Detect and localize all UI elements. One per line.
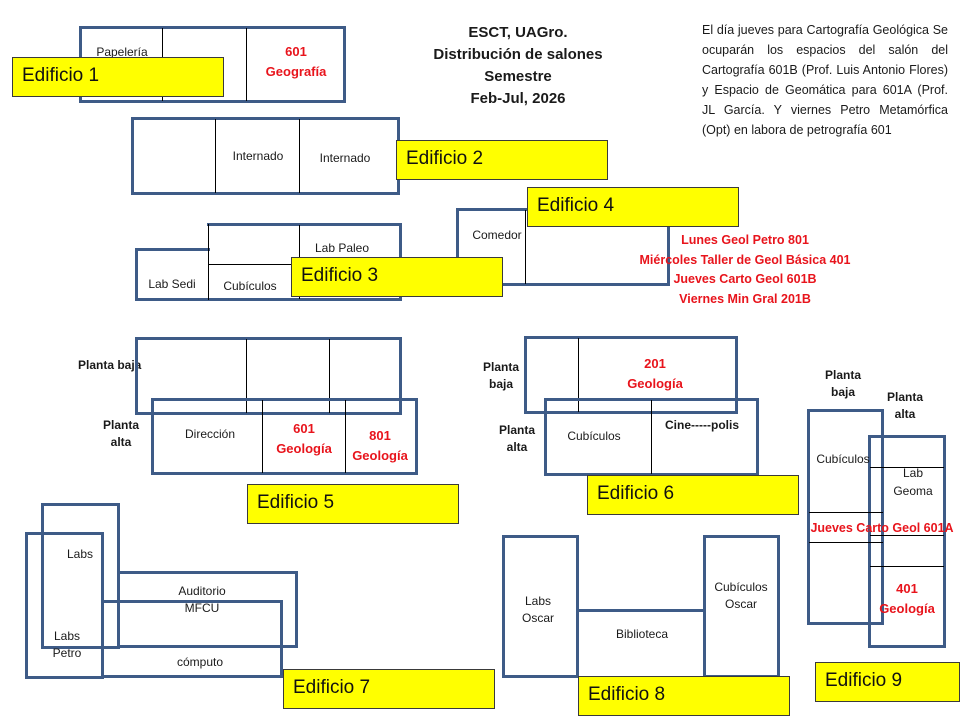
room-name-line: MFCU — [184, 601, 220, 615]
room-name-line: Oscar — [521, 611, 554, 625]
title-line-3: Semestre — [484, 68, 552, 85]
room-internado-2: Internado — [319, 151, 371, 165]
room-biblioteca: Biblioteca — [615, 627, 669, 641]
room-auditorio: Auditorio MFCU — [160, 583, 244, 617]
room-jueves-carto-601a: Jueves Carto Geol 601A — [810, 521, 954, 535]
wall-divider — [208, 264, 300, 265]
room-lab-paleo: Lab Paleo — [314, 241, 370, 255]
wall-divider — [809, 542, 883, 543]
room-401-geologia: 401 Geología — [870, 579, 944, 619]
wall-divider — [578, 338, 579, 412]
wall-divider — [246, 339, 247, 413]
room-internado-1: Internado — [232, 149, 284, 163]
planta-baja-label: Planta baja — [482, 360, 519, 391]
wall-divider — [246, 28, 247, 101]
room-lab-sedi: Lab Sedi — [148, 277, 196, 291]
planta-baja-label: Planta baja — [824, 368, 861, 399]
room-number: 801 — [369, 428, 391, 443]
building-7-petro-outline — [25, 532, 104, 679]
building-4-label: Edificio 4 — [527, 187, 739, 227]
building-3-wing — [135, 248, 210, 301]
planta-alta-outline — [151, 398, 418, 475]
room-direccion: Dirección — [184, 427, 235, 441]
room-name-line: Lab — [902, 466, 924, 480]
building-2-label: Edificio 2 — [396, 140, 608, 180]
room-name-line: Cubículos — [714, 580, 768, 594]
room-name: Geología — [352, 448, 408, 463]
wall-divider — [329, 339, 330, 413]
building-7-auditorio-outline — [117, 571, 298, 648]
room-cubiculos: Cubículos — [567, 429, 621, 443]
room-name-line: Geoma — [893, 484, 933, 498]
planta-baja-label: Planta baja — [78, 358, 142, 372]
room-cubiculos: Cubículos — [816, 452, 870, 466]
room-name: Geología — [276, 441, 332, 456]
page-title: ESCT, UAGro. Distribución de salones Sem… — [408, 22, 628, 110]
room-labs-petro: Labs Petro — [52, 629, 82, 660]
title-line-1: ESCT, UAGro. — [468, 24, 568, 41]
schedule-item: Jueves Carto Geol 601B — [673, 272, 817, 286]
room-labs: Labs — [66, 547, 94, 561]
room-601-geologia: 601 Geología — [263, 419, 345, 459]
wall-divider — [870, 535, 944, 536]
building-9-label: Edificio 9 — [815, 662, 960, 702]
building-4-schedule: Lunes Geol Petro 801 Miércoles Taller de… — [620, 231, 870, 309]
wall-divider — [525, 210, 526, 284]
room-name-line: Auditorio — [178, 584, 226, 598]
room-name: Geología — [879, 601, 935, 616]
wall-divider — [215, 119, 216, 193]
building-3-label: Edificio 3 — [291, 257, 503, 297]
schedule-item: Viernes Min Gral 201B — [679, 291, 811, 306]
wall-divider — [208, 224, 209, 300]
room-comedor: Comedor — [472, 228, 522, 242]
title-line-4: Feb-Jul, 2026 — [470, 90, 566, 107]
room-computo: cómputo — [176, 655, 224, 669]
room-number: 601 — [285, 44, 307, 59]
wall-divider — [299, 119, 300, 193]
room-labs-oscar: Labs Oscar — [508, 593, 568, 627]
building-6-label: Edificio 6 — [587, 475, 799, 515]
wall-divider — [870, 566, 944, 567]
schedule-item: Lunes Geol Petro 801 — [681, 233, 809, 247]
wall-divider — [345, 400, 346, 473]
wall-divider — [651, 400, 652, 474]
schedule-item: Miércoles Taller de Geol Básica 401 — [639, 252, 851, 267]
planta-alta-label: Planta alta — [102, 418, 139, 449]
building-7-labs-outline — [41, 503, 120, 649]
room-number: 401 — [896, 581, 918, 596]
room-lab-geoma: Lab Geoma — [876, 464, 950, 500]
planta-alta-outline — [544, 398, 759, 476]
planta-alta-label: Planta alta — [886, 390, 923, 421]
room-name-line: Labs — [524, 594, 552, 608]
room-601-geografia: 601 Geografía — [248, 42, 344, 82]
room-papeleria: Papelería — [96, 45, 148, 59]
planta-baja-outline — [524, 336, 738, 414]
building-7-label: Edificio 7 — [283, 669, 495, 709]
room-name: Geología — [627, 376, 683, 391]
title-line-2: Distribución de salones — [433, 46, 603, 63]
wall-divider — [809, 512, 883, 513]
room-cubiculos-oscar: Cubículos Oscar — [706, 579, 776, 613]
wall-divider — [870, 467, 944, 468]
room-name: Geografía — [265, 64, 327, 79]
planta-alta-label: Planta alta — [498, 423, 535, 454]
planta-alta-outline — [868, 435, 946, 648]
room-801-geologia: 801 Geología — [346, 426, 414, 466]
room-number: 201 — [644, 356, 666, 371]
building-8-biblioteca-outline — [576, 609, 706, 678]
building-5-label: Edificio 5 — [247, 484, 459, 524]
building-1-label: Edificio 1 — [12, 57, 224, 97]
room-cubiculos: Cubículos — [223, 279, 277, 293]
schedule-note: El día jueves para Cartografía Geológica… — [702, 23, 948, 137]
room-name-line: Oscar — [724, 597, 757, 611]
room-number: 601 — [293, 421, 315, 436]
planta-baja-outline — [807, 409, 884, 625]
building-7-computo-outline — [102, 600, 283, 678]
wall-divider — [262, 400, 263, 473]
building-8-label: Edificio 8 — [578, 676, 790, 716]
building-8-labs-outline — [502, 535, 579, 678]
room-cinepolis: Cine-----polis — [665, 418, 739, 432]
planta-baja-outline — [135, 337, 402, 415]
room-201-geologia: 201 Geología — [590, 354, 720, 394]
